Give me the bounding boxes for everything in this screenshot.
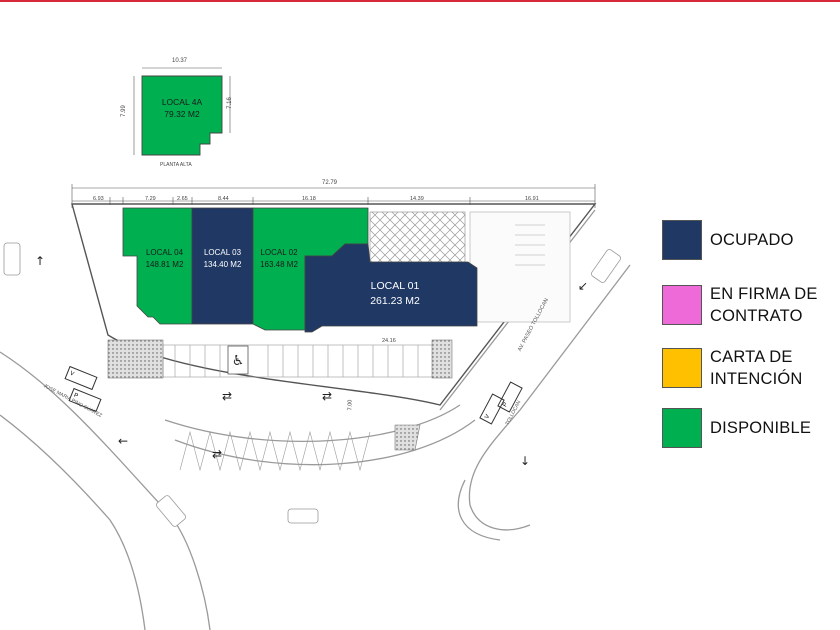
legend-label: EN FIRMA DE CONTRATO bbox=[710, 285, 818, 325]
service-area bbox=[469, 211, 571, 323]
dim-4a-width: 10.37 bbox=[172, 58, 188, 64]
local-02-label: LOCAL 02 163.48 M2 bbox=[253, 247, 305, 271]
unit-name: LOCAL 04 bbox=[145, 248, 184, 257]
dim-segment: 16.91 bbox=[525, 196, 539, 202]
unit-area: 163.48 M2 bbox=[260, 260, 298, 269]
unit-name: LOCAL 4A bbox=[161, 97, 203, 107]
top-accent-line bbox=[0, 0, 840, 2]
dim-driveway: 7.00 bbox=[347, 399, 354, 411]
dim-segment: 14.39 bbox=[410, 196, 424, 202]
local-04-label: LOCAL 04 148.81 M2 bbox=[137, 247, 192, 271]
planter-right bbox=[431, 339, 453, 379]
sign-v-right-label: V bbox=[484, 413, 492, 421]
upper-floor-caption: PLANTA ALTA bbox=[160, 162, 192, 168]
svg-text:←: ← bbox=[118, 434, 128, 448]
dim-total: 72.79 bbox=[322, 180, 338, 186]
dim-4a-left: 7.99 bbox=[120, 105, 127, 117]
svg-text:↓: ↓ bbox=[520, 454, 530, 468]
dimension-lines bbox=[71, 184, 596, 208]
unit-area: 134.40 M2 bbox=[203, 260, 242, 269]
svg-text:♿: ♿ bbox=[232, 353, 245, 369]
legend-swatch bbox=[662, 220, 702, 260]
dim-local01-bottom: 24.16 bbox=[382, 338, 396, 344]
service-area-stairs bbox=[515, 224, 545, 266]
legend-item-disponible: DISPONIBLE bbox=[662, 408, 811, 448]
unit-area: 261.23 M2 bbox=[370, 295, 420, 307]
local-03-label: LOCAL 03 134.40 M2 bbox=[192, 247, 253, 271]
unit-name: LOCAL 03 bbox=[203, 248, 242, 257]
local-4a-dim-lines bbox=[133, 67, 231, 155]
legend-label: OCUPADO bbox=[710, 231, 794, 249]
legend-item-carta: CARTA DE INTENCIÓN bbox=[662, 346, 803, 390]
svg-text:⇄: ⇄ bbox=[222, 389, 232, 403]
legend-swatch bbox=[662, 348, 702, 388]
unit-name: LOCAL 01 bbox=[370, 280, 420, 292]
legend-label: DISPONIBLE bbox=[710, 419, 812, 437]
svg-text:↑: ↑ bbox=[35, 254, 45, 268]
dim-4a-right: 7.16 bbox=[226, 97, 233, 109]
local-01-label: LOCAL 01 261.23 M2 bbox=[320, 279, 470, 309]
svg-text:↙: ↙ bbox=[578, 279, 588, 293]
unit-area: 148.81 M2 bbox=[145, 260, 184, 269]
unit-local-01[interactable] bbox=[304, 243, 478, 333]
accessible-parking-icon bbox=[227, 345, 249, 375]
legend-item-ocupado: OCUPADO bbox=[662, 220, 794, 260]
sign-p-right-label: P bbox=[502, 401, 510, 409]
car-icons bbox=[3, 242, 621, 527]
legend-swatch bbox=[662, 408, 702, 448]
planter-corner bbox=[394, 424, 421, 451]
dim-segment: 2.65 bbox=[177, 196, 188, 202]
planter-left bbox=[107, 339, 164, 379]
dim-segment: 8.44 bbox=[218, 196, 229, 202]
sign-p-left-label: P bbox=[72, 392, 79, 400]
sign-v-left-label: V bbox=[68, 370, 75, 378]
hatched-area bbox=[369, 211, 466, 263]
unit-local-4a[interactable] bbox=[141, 75, 223, 156]
unit-local-03[interactable] bbox=[191, 207, 254, 325]
svg-text:⇄: ⇄ bbox=[212, 447, 222, 461]
unit-name: LOCAL 02 bbox=[260, 248, 298, 257]
local-4a-label: LOCAL 4A 79.32 M2 bbox=[142, 96, 222, 120]
svg-text:⇄: ⇄ bbox=[322, 389, 332, 403]
legend-swatch bbox=[662, 285, 702, 325]
unit-area: 79.32 M2 bbox=[164, 109, 200, 119]
legend-item-en-firma: EN FIRMA DE CONTRATO bbox=[662, 283, 818, 327]
dim-segment: 6.93 bbox=[93, 196, 104, 202]
dim-segment: 7.29 bbox=[145, 196, 156, 202]
legend-label: CARTA DE INTENCIÓN bbox=[710, 348, 803, 388]
parking-area bbox=[162, 344, 434, 472]
traffic-arrows: ↑ ← ⇄ ⇄ ⇄ ↙ ↓ bbox=[35, 254, 588, 468]
dim-segment: 16.18 bbox=[302, 196, 316, 202]
